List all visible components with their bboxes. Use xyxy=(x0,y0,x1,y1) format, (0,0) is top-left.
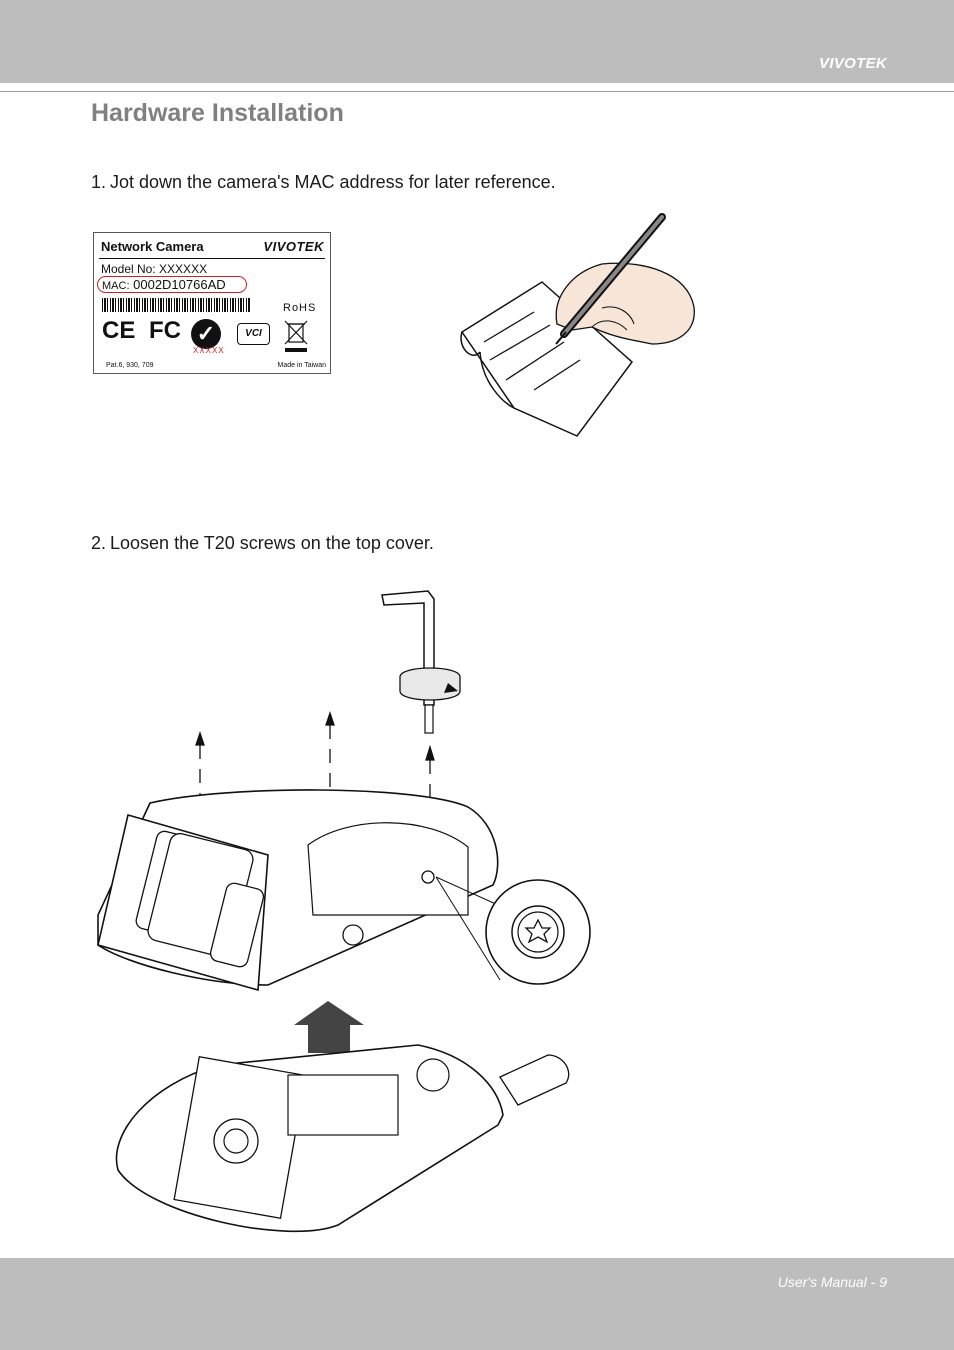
barcode xyxy=(102,298,250,312)
label-divider xyxy=(99,258,325,259)
torx-wrench-icon xyxy=(381,590,461,734)
footer-bar xyxy=(0,1258,954,1350)
label-model-value: XXXXXX xyxy=(159,262,208,276)
label-patent: Pat.6, 930, 709 xyxy=(106,362,154,369)
step-2-text: Loosen the T20 screws on the top cover. xyxy=(110,533,434,553)
label-mac-prefix: MAC: xyxy=(102,280,130,292)
label-logo: VIVOTEK xyxy=(263,239,324,254)
camera-cover-removal-illustration xyxy=(97,590,591,1233)
weee-bin-icon xyxy=(284,320,308,352)
ce-mark: CE xyxy=(102,317,136,344)
page-title: Hardware Installation xyxy=(91,99,344,127)
label-mac-value: 0002D10766AD xyxy=(133,277,226,292)
camera-base xyxy=(115,1044,570,1233)
writing-hand-illustration xyxy=(460,213,695,437)
step-2: 2.Loosen the T20 screws on the top cover… xyxy=(91,533,434,554)
header-divider xyxy=(0,91,954,92)
step-1-number: 1. xyxy=(91,172,107,192)
brand-logo: VIVOTEK xyxy=(819,55,887,72)
label-model-prefix: Model No: xyxy=(101,262,156,276)
camera-label: Network Camera VIVOTEK Model No: XXXXXX … xyxy=(93,232,331,374)
step-2-number: 2. xyxy=(91,533,107,553)
label-code: XXXXX xyxy=(193,346,225,355)
vcci-mark: VCI xyxy=(237,323,270,345)
header-bar: VIVOTEK xyxy=(0,0,954,83)
step-1: 1.Jot down the camera's MAC address for … xyxy=(91,172,556,193)
label-mac-highlight: MAC: 0002D10766AD xyxy=(97,276,247,293)
screw-zoom-callout xyxy=(435,876,591,985)
rohs-mark: RoHS xyxy=(283,302,317,314)
up-arrow-icon xyxy=(294,1001,364,1053)
ctick-mark: ✓ xyxy=(191,319,221,349)
fcc-mark: FC xyxy=(149,317,181,344)
top-cover xyxy=(97,789,499,992)
step-1-text: Jot down the camera's MAC address for la… xyxy=(110,172,556,192)
label-made-in: Made in Taiwan xyxy=(277,362,326,369)
page-number: User's Manual - 9 xyxy=(777,1274,887,1290)
label-model: Model No: XXXXXX xyxy=(101,262,207,276)
label-title: Network Camera xyxy=(101,239,204,254)
